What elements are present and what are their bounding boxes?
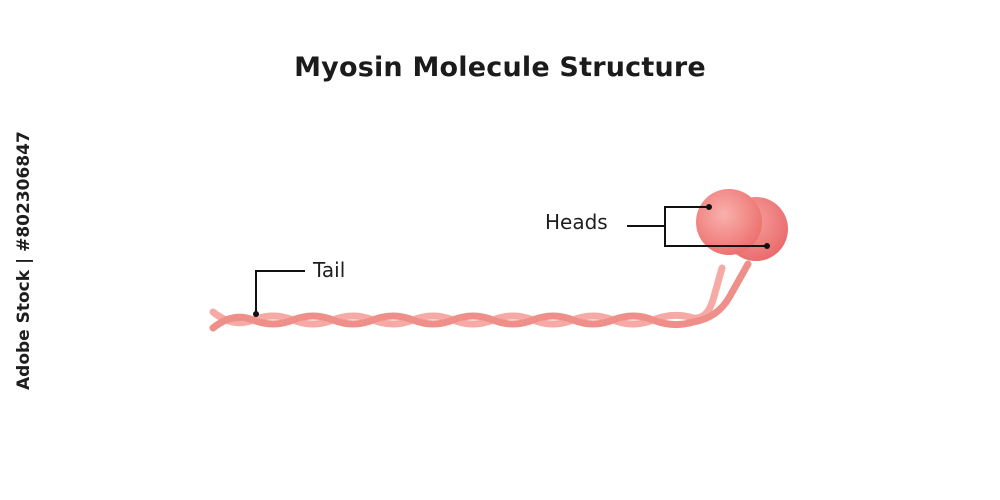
tail-leader	[253, 270, 305, 317]
diagram-title: Myosin Molecule Structure	[294, 52, 706, 83]
myosin-tail	[209, 260, 752, 332]
tail-label: Tail	[313, 258, 346, 282]
heads-leader	[627, 204, 770, 249]
stock-watermark-id: Adobe Stock | #802306847	[14, 131, 34, 390]
myosin-heads	[696, 189, 788, 261]
head-front	[696, 189, 762, 255]
heads-label: Heads	[545, 210, 608, 234]
tail-strand-b	[209, 260, 752, 332]
